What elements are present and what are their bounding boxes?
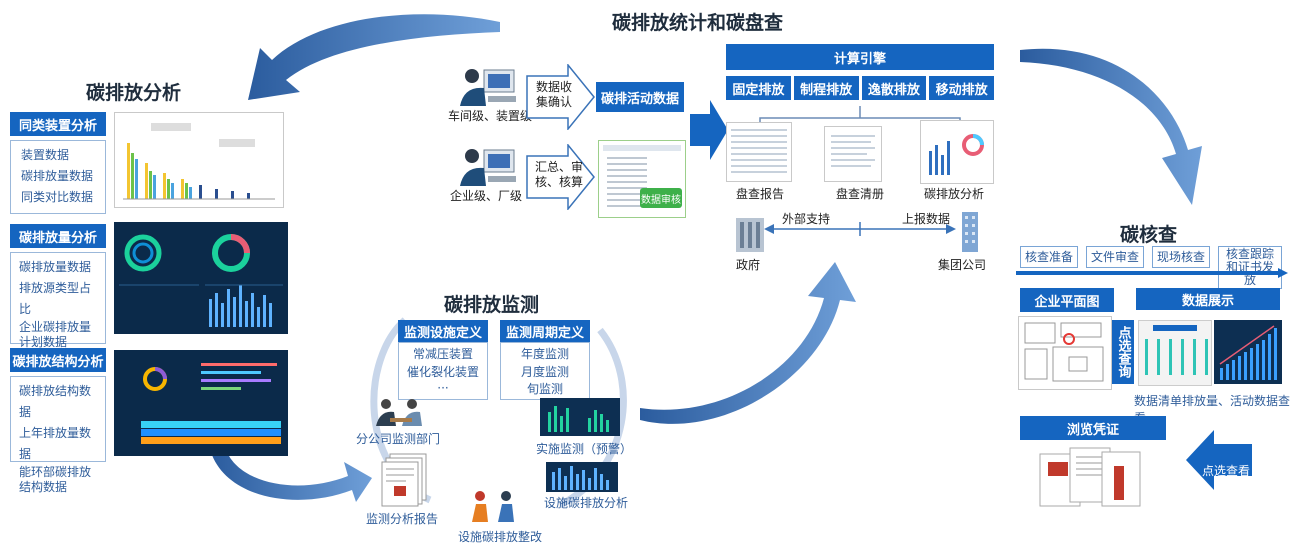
analysis-group-2: 碳排放量分析 碳排放量数据 排放源类型占比 企业碳排放量计划数据 bbox=[10, 224, 106, 349]
group-header[interactable]: 碳排放量分析 bbox=[10, 224, 106, 248]
step-document-review[interactable]: 文件审查 bbox=[1086, 246, 1145, 268]
engine-title: 计算引擎 bbox=[726, 44, 994, 70]
analysis-group-3: 碳排放结构分析 碳排放结构数据 上年排放量数据 能环部碳排放结构数据 bbox=[10, 348, 106, 494]
list-item: 月度监测 bbox=[520, 365, 569, 379]
click-view-label: 点选查看 bbox=[1202, 464, 1251, 478]
facility-analysis-thumbnail[interactable] bbox=[546, 462, 618, 492]
workshop-label: 车间级、装置级 bbox=[448, 109, 533, 123]
data-display-chart-thumbnail[interactable] bbox=[1214, 320, 1282, 384]
list-item: 装置数据 bbox=[21, 148, 70, 162]
arrow-engine-to-verification bbox=[1020, 48, 1202, 205]
report-data-label: 上报数据 bbox=[902, 212, 951, 226]
step-onsite-check[interactable]: 现场核查 bbox=[1152, 246, 1211, 268]
enterprise-worker-icon bbox=[460, 149, 516, 186]
realtime-monitor-thumbnail[interactable] bbox=[540, 398, 620, 436]
rectify-workers-icon bbox=[472, 491, 514, 522]
enterprise-label: 企业级、厂级 bbox=[450, 189, 523, 203]
tab-process-emission[interactable]: 制程排放 bbox=[793, 76, 859, 100]
list-item: 企业碳排放量计划数据 bbox=[19, 320, 92, 349]
emission-analysis-thumbnail[interactable] bbox=[920, 120, 994, 184]
workshop-worker-icon bbox=[460, 69, 516, 106]
arrow-analysis-to-monitoring bbox=[212, 450, 372, 502]
facility-list: 常减压装置 催化裂化装置 ··· bbox=[398, 342, 488, 400]
similar-device-chart-thumbnail[interactable] bbox=[114, 112, 284, 208]
data-display-table-thumbnail[interactable] bbox=[1138, 320, 1212, 386]
rectify-label: 设施碳排放整改 bbox=[458, 530, 543, 544]
click-query-button[interactable]: 点选查询 bbox=[1112, 320, 1134, 384]
audit-stamp: 数据审核 bbox=[640, 188, 682, 208]
list-item: 碳排放结构数据 bbox=[19, 384, 92, 419]
monitoring-dept-people-icon bbox=[376, 399, 422, 426]
output-emission-analysis: 碳排放分析 bbox=[924, 187, 985, 201]
voucher-header[interactable]: 浏览凭证 bbox=[1020, 416, 1166, 440]
list-item: 旬监测 bbox=[526, 382, 563, 396]
step-prepare[interactable]: 核查准备 bbox=[1020, 246, 1079, 268]
group-header[interactable]: 同类装置分析 bbox=[10, 112, 106, 136]
period-list: 年度监测 月度监测 旬监测 bbox=[500, 342, 590, 400]
gov-label: 政府 bbox=[736, 258, 761, 272]
analysis-title: 碳排放分析 bbox=[86, 82, 182, 104]
verification-progress-arrow bbox=[1016, 268, 1288, 278]
emission-structure-dashboard-thumbnail[interactable] bbox=[114, 350, 288, 456]
list-item: 常减压装置 bbox=[412, 347, 473, 361]
verification-title: 碳核查 bbox=[1120, 224, 1178, 246]
report-document-icon bbox=[381, 453, 427, 507]
monitoring-report-label: 监测分析报告 bbox=[366, 512, 439, 526]
output-audit-inventory: 盘查清册 bbox=[836, 187, 885, 201]
carbon-stats-title: 碳排放统计和碳盘查 bbox=[612, 12, 784, 34]
analysis-group-1: 同类装置分析 装置数据 碳排放量数据 同类对比数据 bbox=[10, 112, 106, 214]
verification-steps: 核查准备 文件审查 现场核查 核查跟踪和证书发放 bbox=[1020, 246, 1284, 289]
floorplan-thumbnail[interactable] bbox=[1018, 316, 1112, 390]
support-report-line bbox=[764, 222, 956, 236]
audit-inventory-thumbnail[interactable] bbox=[824, 126, 882, 182]
group-label: 集团公司 bbox=[938, 258, 987, 272]
facility-def-header[interactable]: 监测设施定义 bbox=[398, 320, 488, 342]
tab-fugitive-emission[interactable]: 逸散排放 bbox=[861, 76, 927, 100]
list-item: 催化裂化装置 bbox=[406, 365, 479, 379]
monitoring-dept-label: 分公司监测部门 bbox=[356, 432, 441, 446]
audit-report-thumbnail[interactable] bbox=[726, 122, 792, 182]
list-item: 碳排放量数据 bbox=[21, 169, 94, 183]
engine-tabs: 固定排放 制程排放 逸散排放 移动排放 bbox=[726, 76, 994, 100]
collect-label: 数据收集确认 bbox=[535, 80, 572, 109]
external-support-label: 外部支持 bbox=[782, 212, 831, 226]
data-display-header[interactable]: 数据展示 bbox=[1136, 288, 1280, 310]
tab-fixed-emission[interactable]: 固定排放 bbox=[726, 76, 791, 100]
arrow-into-engine-icon bbox=[690, 100, 728, 160]
list-item: 能环部碳排放结构数据 bbox=[19, 465, 92, 494]
output-audit-report: 盘查报告 bbox=[736, 187, 785, 201]
arrow-stats-to-analysis bbox=[248, 14, 500, 101]
emission-volume-dashboard-thumbnail[interactable] bbox=[114, 222, 288, 334]
aggregate-label: 汇总、审核、核算 bbox=[534, 160, 583, 189]
monitoring-title: 碳排放监测 bbox=[444, 294, 540, 316]
list-item: 上年排放量数据 bbox=[19, 426, 92, 461]
list-item: 碳排放量数据 bbox=[19, 260, 92, 274]
collect-arrow bbox=[526, 64, 595, 130]
tab-mobile-emission[interactable]: 移动排放 bbox=[929, 76, 994, 100]
government-building-icon bbox=[736, 218, 764, 252]
aggregate-arrow bbox=[526, 144, 595, 210]
arrow-monitoring-to-stats bbox=[640, 262, 856, 424]
list-item: 同类对比数据 bbox=[21, 190, 94, 204]
click-view-arrow[interactable] bbox=[1186, 430, 1252, 490]
floorplan-header[interactable]: 企业平面图 bbox=[1020, 288, 1114, 312]
facility-analysis-label: 设施碳排放分析 bbox=[544, 496, 629, 510]
list-item: 排放源类型占比 bbox=[19, 281, 92, 316]
realtime-monitor-label: 实施监测（预警） bbox=[536, 442, 633, 456]
period-def-header[interactable]: 监测周期定义 bbox=[500, 320, 590, 342]
group-header[interactable]: 碳排放结构分析 bbox=[10, 348, 106, 372]
list-item: ··· bbox=[437, 381, 449, 395]
list-item: 年度监测 bbox=[520, 347, 569, 361]
group-company-building-icon bbox=[962, 212, 978, 252]
voucher-documents-thumbnail[interactable] bbox=[1036, 446, 1142, 508]
activity-data-box[interactable]: 碳排活动数据 bbox=[596, 82, 684, 112]
